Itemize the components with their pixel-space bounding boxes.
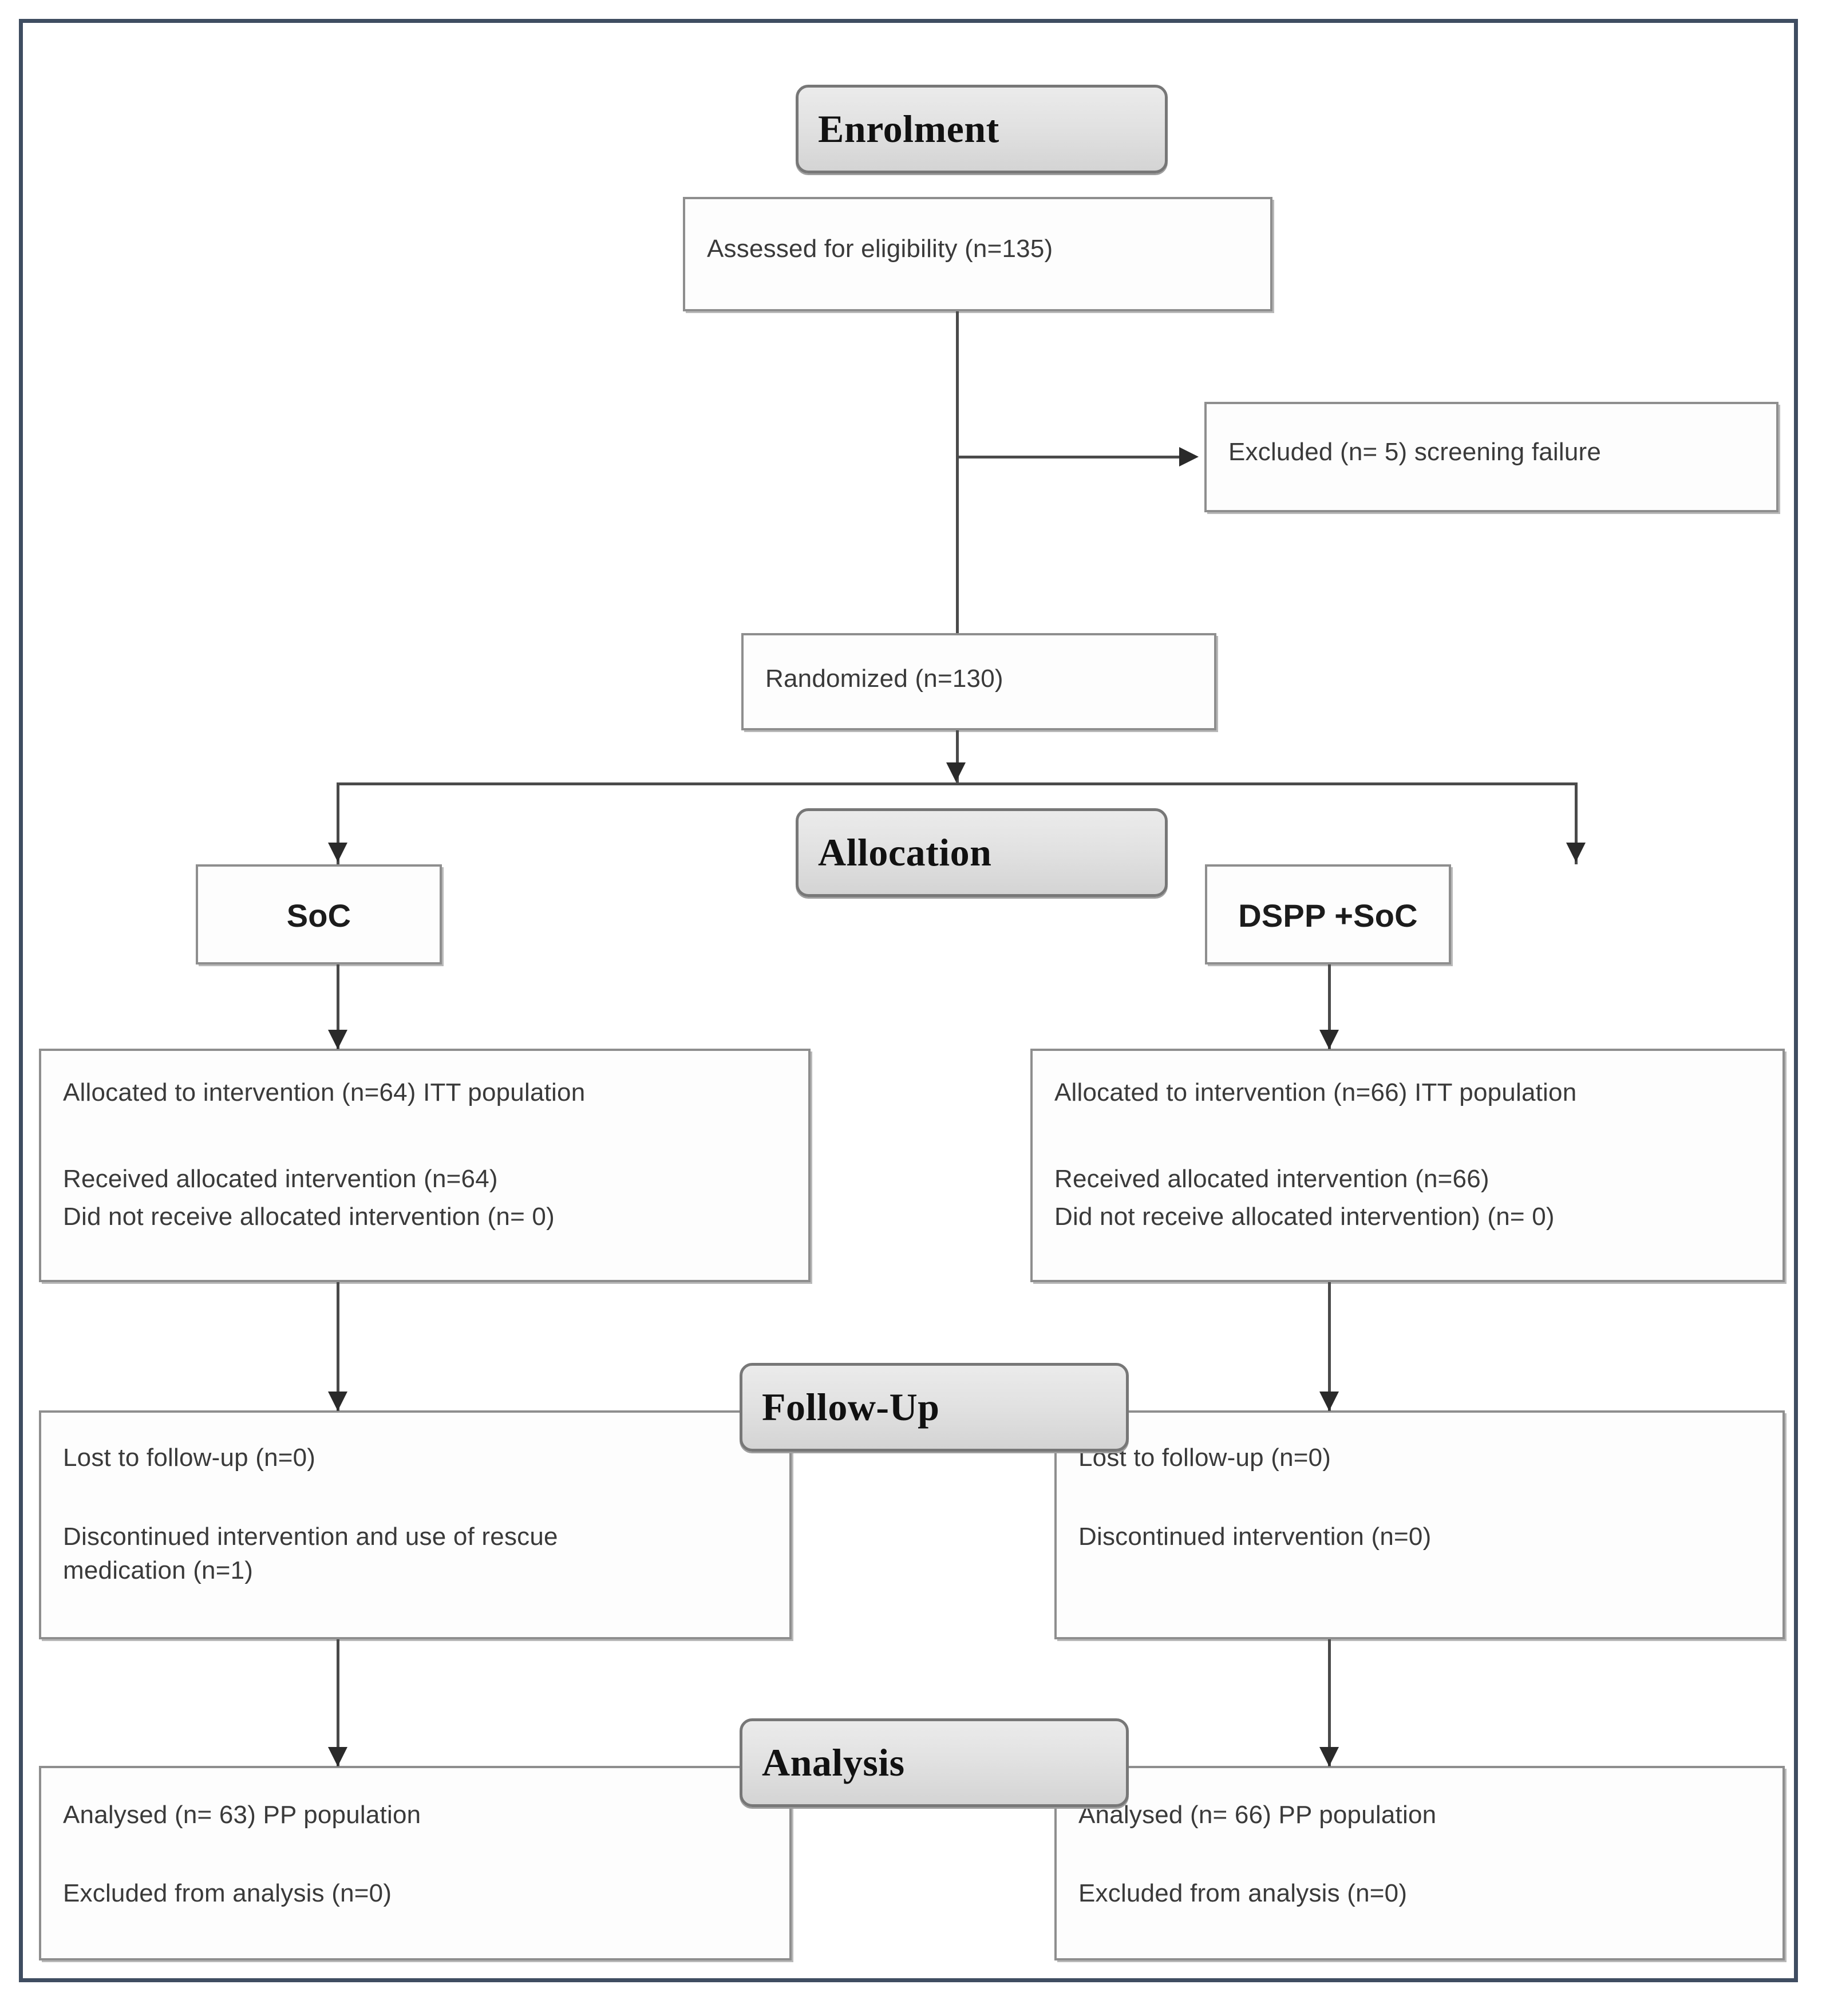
box-excluded-screening-failure: Excluded (n= 5) screening failure <box>1204 402 1778 512</box>
followup-soc-line-1: Lost to follow-up (n=0) <box>63 1444 316 1472</box>
arrow-followup-dspp-to-analysis <box>1319 1747 1339 1766</box>
arrow-split-to-soc <box>328 843 347 862</box>
connector-assessed-to-randomized <box>956 311 959 633</box>
box-followup-dspp: Lost to follow-up (n=0) Discontinued int… <box>1054 1410 1785 1639</box>
arm-title-soc: SoC <box>286 898 351 934</box>
arrow-randomized-to-split <box>946 762 966 782</box>
stage-header-allocation: Allocation <box>796 808 1168 897</box>
arrow-followup-soc-to-analysis <box>328 1747 347 1766</box>
arrow-soc-title-to-allocation <box>328 1030 347 1049</box>
followup-dspp-line-1: Lost to follow-up (n=0) <box>1078 1444 1331 1472</box>
connector-followup-soc-to-analysis <box>337 1639 339 1766</box>
box-analysis-dspp: Analysed (n= 66) PP population Excluded … <box>1054 1766 1785 1960</box>
split-bar-allocation <box>337 782 1578 785</box>
followup-soc-line-2: Discontinued intervention and use of res… <box>63 1523 558 1584</box>
connector-split-to-soc <box>337 782 339 864</box>
analysis-dspp-line-1: Analysed (n= 66) PP population <box>1078 1801 1437 1829</box>
connector-allocation-dspp-to-followup <box>1328 1282 1331 1411</box>
followup-dspp-line-2: Discontinued intervention (n=0) <box>1078 1523 1432 1551</box>
diagram-frame: Enrolment Assessed for eligibility (n=13… <box>19 19 1798 1982</box>
connector-split-to-dspp <box>1575 782 1578 864</box>
assessed-text: Assessed for eligibility (n=135) <box>707 235 1053 263</box>
stage-header-analysis: Analysis <box>740 1718 1129 1807</box>
arrow-split-to-dspp <box>1566 843 1586 862</box>
analysis-dspp-line-2: Excluded from analysis (n=0) <box>1078 1879 1408 1907</box>
box-allocation-soc: Allocated to intervention (n=64) ITT pop… <box>39 1049 811 1282</box>
stage-label-allocation: Allocation <box>818 831 992 874</box>
allocation-dspp-line-3: Did not receive allocated intervention) … <box>1054 1203 1555 1231</box>
box-allocation-dspp: Allocated to intervention (n=66) ITT pop… <box>1030 1049 1785 1282</box>
connector-to-excluded <box>956 456 1185 458</box>
allocation-soc-line-1: Allocated to intervention (n=64) ITT pop… <box>63 1078 586 1106</box>
connector-followup-dspp-to-analysis <box>1328 1639 1331 1766</box>
box-arm-title-soc: SoC <box>196 864 442 964</box>
stage-header-followup: Follow-Up <box>740 1363 1129 1452</box>
box-followup-soc: Lost to follow-up (n=0) Discontinued int… <box>39 1410 792 1639</box>
analysis-soc-line-1: Analysed (n= 63) PP population <box>63 1801 421 1829</box>
arrow-allocation-soc-to-followup <box>328 1392 347 1411</box>
box-assessed-for-eligibility: Assessed for eligibility (n=135) <box>683 197 1272 311</box>
allocation-dspp-line-1: Allocated to intervention (n=66) ITT pop… <box>1054 1078 1577 1106</box>
stage-header-enrolment: Enrolment <box>796 85 1168 173</box>
box-arm-title-dspp: DSPP +SoC <box>1205 864 1451 964</box>
randomized-text: Randomized (n=130) <box>765 665 1003 693</box>
analysis-soc-line-2: Excluded from analysis (n=0) <box>63 1879 392 1907</box>
box-analysis-soc: Analysed (n= 63) PP population Excluded … <box>39 1766 792 1960</box>
box-randomized: Randomized (n=130) <box>741 633 1216 730</box>
allocation-soc-line-2: Received allocated intervention (n=64) <box>63 1165 498 1193</box>
arrow-allocation-dspp-to-followup <box>1319 1392 1339 1411</box>
stage-label-analysis: Analysis <box>762 1741 905 1784</box>
arm-title-dspp: DSPP +SoC <box>1238 898 1418 934</box>
connector-allocation-soc-to-followup <box>337 1282 339 1411</box>
allocation-dspp-line-2: Received allocated intervention (n=66) <box>1054 1165 1489 1193</box>
connector-dspp-title-to-allocation <box>1328 964 1331 1049</box>
stage-label-followup: Follow-Up <box>762 1385 940 1429</box>
arrow-to-excluded <box>1179 447 1199 467</box>
excluded-text: Excluded (n= 5) screening failure <box>1228 438 1602 466</box>
connector-soc-title-to-allocation <box>337 964 339 1049</box>
connector-randomized-to-split <box>956 730 959 785</box>
stage-label-enrolment: Enrolment <box>818 107 999 151</box>
arrow-dspp-title-to-allocation <box>1319 1030 1339 1049</box>
allocation-soc-line-3: Did not receive allocated intervention (… <box>63 1203 555 1231</box>
